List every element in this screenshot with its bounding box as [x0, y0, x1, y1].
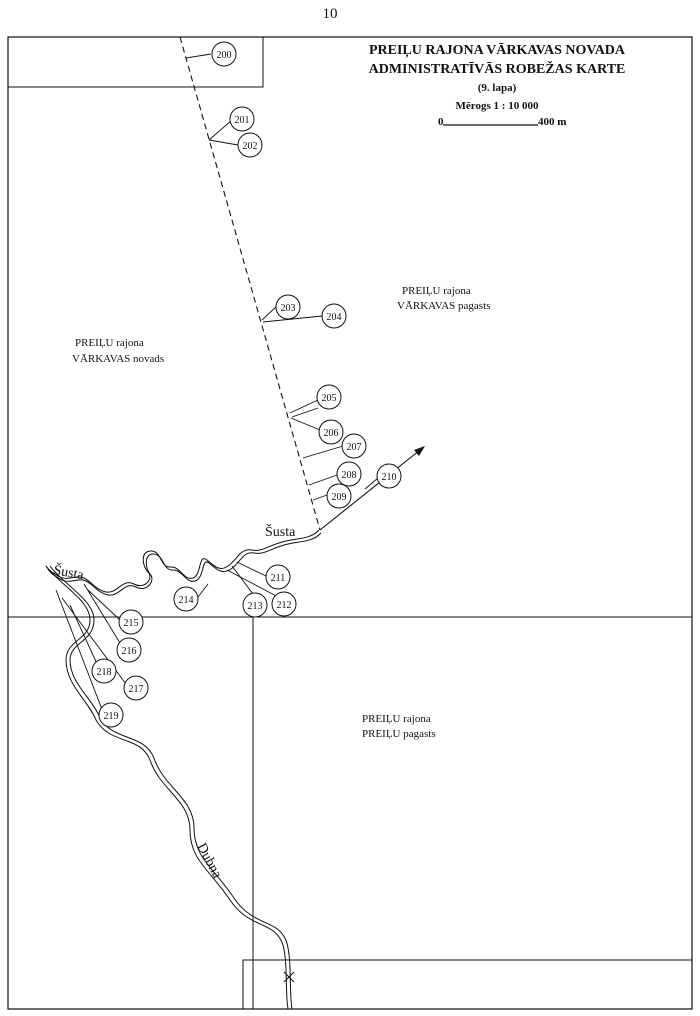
region-label-preilu-pagasts: PREIĻU rajona PREIĻU pagasts	[362, 713, 436, 740]
svg-text:211: 211	[271, 573, 286, 584]
map-scale: Mērogs 1 : 10 000	[456, 100, 539, 112]
map-title-line-1: PREIĻU RAJONA VĀRKAVAS NOVADA	[369, 42, 626, 58]
boundary-marker-214: 214	[173, 586, 199, 612]
boundary-marker-215: 215	[118, 609, 144, 635]
boundary-marker-216: 216	[116, 637, 142, 663]
svg-text:215: 215	[124, 618, 139, 629]
svg-text:218: 218	[97, 667, 112, 678]
svg-text:206: 206	[324, 428, 339, 439]
svg-text:217: 217	[129, 684, 144, 695]
boundary-marker-203: 203	[275, 294, 301, 320]
svg-text:219: 219	[104, 711, 119, 722]
svg-text:205: 205	[322, 393, 337, 404]
boundary-marker-204: 204	[321, 303, 347, 329]
boundary-marker-207: 207	[341, 433, 367, 459]
boundary-marker-202: 202	[237, 132, 263, 158]
svg-text:VĀRKAVAS novads: VĀRKAVAS novads	[72, 353, 164, 365]
map-frame	[7, 36, 693, 1010]
svg-text:PREIĻU rajona: PREIĻU rajona	[75, 337, 144, 349]
svg-text:PREIĻU rajona: PREIĻU rajona	[402, 285, 471, 297]
river-label-susta-west: Šusta	[52, 561, 86, 583]
map-title-line-2: ADMINISTRATĪVĀS ROBEŽAS KARTE	[369, 60, 626, 77]
svg-text:203: 203	[281, 303, 296, 314]
boundary-marker-200: 200	[211, 41, 237, 67]
boundary-marker-218: 218	[91, 658, 117, 684]
adjacent-sheet-box-top	[8, 37, 264, 88]
boundary-marker-217: 217	[123, 675, 149, 701]
boundary-marker-206: 206	[318, 419, 344, 445]
region-label-varkavas-novads: PREIĻU rajona VĀRKAVAS novads	[72, 337, 164, 365]
boundary-marker-205: 205	[316, 384, 342, 410]
boundary-marker-201: 201	[229, 106, 255, 132]
boundary-marker-210: 210	[376, 463, 402, 489]
svg-text:214: 214	[179, 595, 194, 606]
arrow-210	[319, 446, 425, 531]
boundary-marker-212: 212	[271, 591, 297, 617]
boundary-marker-213: 213	[242, 592, 268, 618]
cross-mark	[283, 971, 295, 983]
river-label-dubna: Dubna	[193, 841, 224, 882]
svg-text:204: 204	[327, 312, 342, 323]
map-sheet-number: (9. lapa)	[478, 82, 517, 94]
page-number: 10	[322, 6, 338, 22]
svg-text:201: 201	[235, 115, 250, 126]
scale-bar-start: 0	[438, 116, 444, 128]
svg-text:PREIĻU rajona: PREIĻU rajona	[362, 713, 431, 725]
river-label-susta-east: Šusta	[265, 523, 296, 540]
boundary-marker-208: 208	[336, 461, 362, 487]
region-label-varkavas-pagasts: PREIĻU rajona VĀRKAVAS pagasts	[397, 285, 490, 312]
svg-text:200: 200	[217, 50, 232, 61]
administrative-boundary	[179, 36, 321, 531]
boundary-marker-209: 209	[326, 483, 352, 509]
marker-leader-lines	[55, 53, 379, 713]
svg-text:208: 208	[342, 470, 357, 481]
svg-text:216: 216	[122, 646, 137, 657]
scale-bar-end: 400 m	[538, 116, 566, 128]
svg-text:207: 207	[347, 442, 362, 453]
svg-text:209: 209	[332, 492, 347, 503]
svg-text:210: 210	[382, 472, 397, 483]
svg-text:VĀRKAVAS pagasts: VĀRKAVAS pagasts	[397, 300, 490, 312]
boundary-marker-219: 219	[98, 702, 124, 728]
svg-text:202: 202	[243, 141, 258, 152]
svg-text:PREIĻU pagasts: PREIĻU pagasts	[362, 728, 436, 740]
boundary-marker-211: 211	[265, 564, 291, 590]
adjacent-sheet-box-bottom	[242, 959, 692, 1009]
svg-text:212: 212	[277, 600, 292, 611]
susta-river	[45, 529, 322, 596]
svg-text:213: 213	[248, 601, 263, 612]
